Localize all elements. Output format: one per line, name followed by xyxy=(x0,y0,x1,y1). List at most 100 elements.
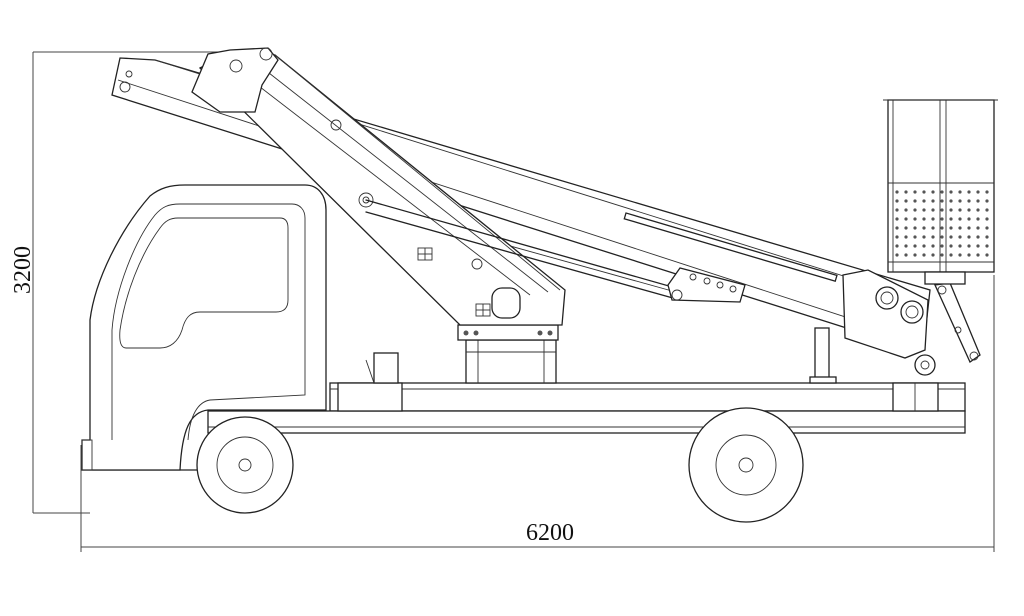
perforation-hole xyxy=(958,208,962,212)
perforation-hole xyxy=(949,208,953,212)
perforation-hole xyxy=(958,190,962,194)
perforation-hole xyxy=(904,226,908,230)
length-dimension: 6200 xyxy=(80,275,995,552)
perforation-hole xyxy=(976,226,980,230)
perforation-hole xyxy=(931,226,935,230)
perforation-hole xyxy=(985,244,989,248)
perforation-hole xyxy=(976,217,980,221)
perforation-hole xyxy=(967,235,971,239)
cylinder-mount-plate xyxy=(667,267,746,303)
perforation-hole xyxy=(922,235,926,239)
perforation-hole xyxy=(913,226,917,230)
perforation-hole xyxy=(904,235,908,239)
perforation-hole xyxy=(922,253,926,257)
perforation-hole xyxy=(931,253,935,257)
perforation-hole xyxy=(922,190,926,194)
perforation-hole xyxy=(931,190,935,194)
perforation-hole xyxy=(904,199,908,203)
perforation-hole xyxy=(985,226,989,230)
perforation-hole xyxy=(967,199,971,203)
perforation-hole xyxy=(958,244,962,248)
perforation-hole xyxy=(895,199,899,203)
boom-head-pivot xyxy=(191,47,342,131)
basket-perforation xyxy=(895,190,989,257)
perforation-hole xyxy=(940,226,944,230)
perforation-hole xyxy=(949,226,953,230)
perforation-hole xyxy=(976,199,980,203)
perforation-hole xyxy=(949,253,953,257)
perforation-hole xyxy=(904,217,908,221)
perforation-hole xyxy=(958,217,962,221)
height-dimension: 3200 xyxy=(10,51,250,514)
perforation-hole xyxy=(922,199,926,203)
perforation-hole xyxy=(913,208,917,212)
rear-wheel xyxy=(688,407,804,523)
perforation-hole xyxy=(967,190,971,194)
perforation-hole xyxy=(967,244,971,248)
perforation-hole xyxy=(922,244,926,248)
perforation-hole xyxy=(913,244,917,248)
perforation-hole xyxy=(967,217,971,221)
perforation-hole xyxy=(913,190,917,194)
perforation-hole xyxy=(904,244,908,248)
perforation-hole xyxy=(985,190,989,194)
tool-box xyxy=(337,352,403,412)
perforation-hole xyxy=(931,208,935,212)
perforation-hole xyxy=(976,244,980,248)
perforation-hole xyxy=(949,235,953,239)
perforation-hole xyxy=(931,217,935,221)
perforation-hole xyxy=(958,253,962,257)
front-wheel xyxy=(196,416,294,514)
perforation-hole xyxy=(967,226,971,230)
perforation-hole xyxy=(940,208,944,212)
perforation-hole xyxy=(931,235,935,239)
perforation-hole xyxy=(940,217,944,221)
perforation-hole xyxy=(895,235,899,239)
height-dimension-label: 3200 xyxy=(10,246,36,294)
perforation-hole xyxy=(913,217,917,221)
perforation-hole xyxy=(940,244,944,248)
perforation-hole xyxy=(904,253,908,257)
perforation-hole xyxy=(895,253,899,257)
perforation-hole xyxy=(985,199,989,203)
boom-rest-support xyxy=(809,327,837,384)
perforation-hole xyxy=(904,208,908,212)
perforation-hole xyxy=(913,253,917,257)
perforation-hole xyxy=(940,235,944,239)
perforation-hole xyxy=(985,217,989,221)
perforation-hole xyxy=(976,253,980,257)
perforation-hole xyxy=(931,244,935,248)
turret-base xyxy=(457,324,559,384)
perforation-hole xyxy=(922,208,926,212)
boom-tip-mechanism xyxy=(842,269,981,376)
perforation-hole xyxy=(931,199,935,203)
perforation-hole xyxy=(940,253,944,257)
perforation-hole xyxy=(949,190,953,194)
perforation-hole xyxy=(976,190,980,194)
perforation-hole xyxy=(895,217,899,221)
hydraulic-cylinder xyxy=(365,199,691,301)
perforation-hole xyxy=(976,235,980,239)
perforation-hole xyxy=(940,190,944,194)
perforation-hole xyxy=(958,226,962,230)
perforation-hole xyxy=(949,199,953,203)
perforation-hole xyxy=(985,235,989,239)
perforation-hole xyxy=(922,217,926,221)
perforation-hole xyxy=(958,235,962,239)
perforation-hole xyxy=(904,190,908,194)
perforation-hole xyxy=(949,217,953,221)
length-dimension-label: 6200 xyxy=(526,520,574,546)
perforation-hole xyxy=(949,244,953,248)
truck-cab xyxy=(81,184,327,471)
perforation-hole xyxy=(958,199,962,203)
perforation-hole xyxy=(922,226,926,230)
lift-tower-arm xyxy=(198,49,566,326)
perforation-hole xyxy=(985,253,989,257)
perforation-hole xyxy=(985,208,989,212)
perforation-hole xyxy=(895,190,899,194)
perforation-hole xyxy=(913,199,917,203)
perforation-hole xyxy=(895,226,899,230)
perforation-hole xyxy=(913,235,917,239)
work-basket xyxy=(883,99,998,285)
